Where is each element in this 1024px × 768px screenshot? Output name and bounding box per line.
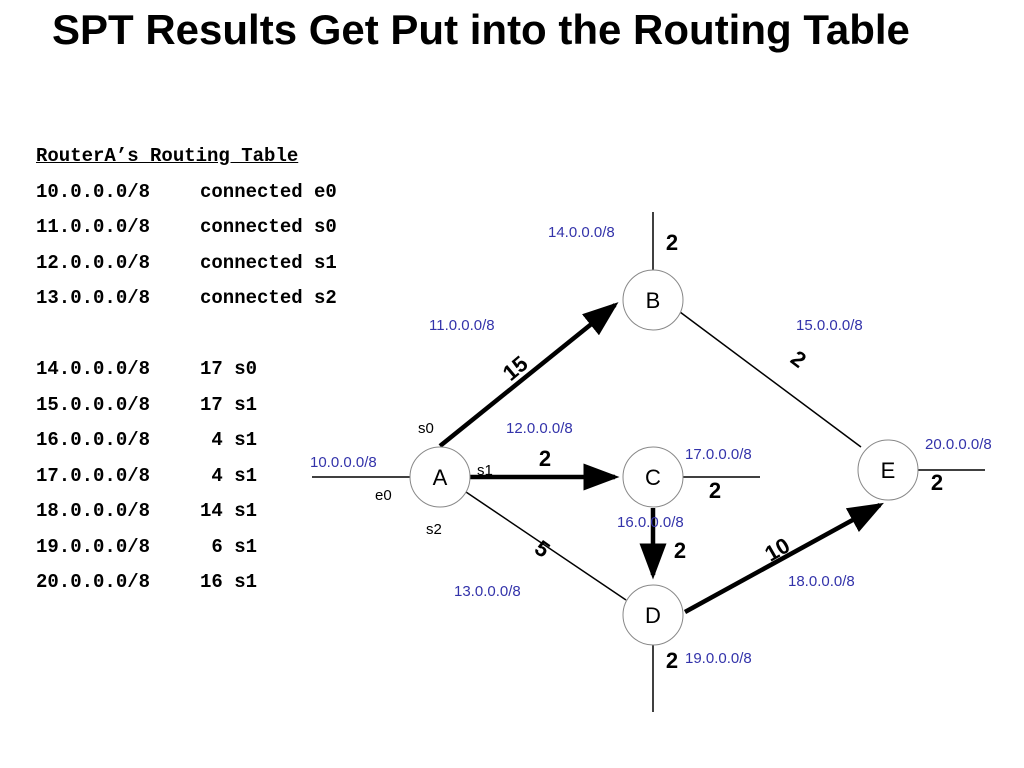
interface-label-s2: s2 <box>426 521 442 538</box>
router-node-b: B <box>622 269 684 331</box>
route-info: 17 s0 <box>200 358 258 380</box>
router-label-d: D <box>645 603 661 628</box>
table-row: 19.0.0.0/8 6 s1 <box>36 533 337 569</box>
spt-arrow-d-e <box>683 502 884 614</box>
spt-arrow-a-b <box>438 302 619 448</box>
route-info: 4 s1 <box>200 429 258 451</box>
interface-label-e0: e0 <box>375 487 392 504</box>
table-row: 16.0.0.0/8 4 s1 <box>36 426 337 462</box>
route-info: 16 s1 <box>200 571 258 593</box>
network-label-14: 14.0.0.0/8 <box>548 224 615 241</box>
cost-label-a-c: 2 <box>539 446 551 471</box>
table-row: 18.0.0.0/8 14 s1 <box>36 497 337 533</box>
router-node-a: A <box>409 446 471 508</box>
cost-label-c-stub: 2 <box>709 478 721 503</box>
router-node-e: E <box>857 439 919 501</box>
route-prefix: 15.0.0.0/8 <box>36 393 151 416</box>
route-info: 6 s1 <box>200 535 258 558</box>
router-node-c: C <box>622 446 684 508</box>
network-label-16: 16.0.0.0/8 <box>617 514 684 531</box>
network-label-18: 18.0.0.0/8 <box>788 573 855 590</box>
route-prefix: 18.0.0.0/8 <box>36 500 151 522</box>
route-info: connected e0 <box>200 180 337 203</box>
table-row: 13.0.0.0/8 connected s2 <box>36 284 337 320</box>
cost-label-b-e: 2 <box>786 345 811 372</box>
cost-label-a-b: 15 <box>498 351 533 386</box>
route-prefix: 13.0.0.0/8 <box>36 287 151 309</box>
router-label-a: A <box>433 465 448 490</box>
table-row: 20.0.0.0/8 16 s1 <box>36 568 337 604</box>
route-prefix: 17.0.0.0/8 <box>36 464 151 487</box>
route-info: 14 s1 <box>200 500 258 522</box>
route-info: 17 s1 <box>200 393 258 416</box>
network-label-11: 11.0.0.0/8 <box>429 317 495 334</box>
cost-label-c-d: 2 <box>674 538 686 563</box>
network-label-20: 20.0.0.0/8 <box>925 436 992 453</box>
network-label-15: 15.0.0.0/8 <box>796 317 863 334</box>
route-prefix: 20.0.0.0/8 <box>36 571 151 593</box>
table-row: 15.0.0.0/8 17 s1 <box>36 391 337 427</box>
router-label-b: B <box>646 288 661 313</box>
table-row: 14.0.0.0/8 17 s0 <box>36 355 337 391</box>
network-label-10: 10.0.0.0/8 <box>310 454 377 471</box>
router-node-d: D <box>622 584 684 646</box>
table-row: 11.0.0.0/8 connected s0 <box>36 213 337 249</box>
route-prefix: 19.0.0.0/8 <box>36 535 151 558</box>
route-prefix: 12.0.0.0/8 <box>36 251 151 274</box>
cost-label-e-stub: 2 <box>931 470 943 495</box>
route-prefix: 14.0.0.0/8 <box>36 358 151 380</box>
route-info: connected s1 <box>200 251 337 274</box>
route-info: connected s0 <box>200 216 337 238</box>
network-label-13: 13.0.0.0/8 <box>454 583 521 600</box>
table-row: 17.0.0.0/8 4 s1 <box>36 462 337 498</box>
router-label-c: C <box>645 465 661 490</box>
routing-table: RouterA’s Routing Table 10.0.0.0/8 connec… <box>36 142 337 604</box>
route-prefix: 10.0.0.0/8 <box>36 180 151 203</box>
slide-title: SPT Results Get Put into the Routing Tab… <box>52 6 910 53</box>
table-row: 10.0.0.0/8 connected e0 <box>36 178 337 214</box>
cost-label-d-e: 10 <box>760 533 794 567</box>
cost-label-d-stub: 2 <box>666 648 678 673</box>
interface-label-s0: s0 <box>418 420 434 437</box>
link-b-e <box>679 311 862 448</box>
route-info: connected s2 <box>200 287 337 309</box>
network-label-12: 12.0.0.0/8 <box>506 420 573 437</box>
cost-label-b-stub: 2 <box>666 230 678 255</box>
router-label-e: E <box>881 458 896 483</box>
interface-label-s1: s1 <box>477 462 493 479</box>
table-row: 12.0.0.0/8 connected s1 <box>36 249 337 285</box>
route-prefix: 11.0.0.0/8 <box>36 216 151 238</box>
link-a-d <box>465 491 627 601</box>
network-label-19: 19.0.0.0/8 <box>685 650 752 667</box>
network-label-17: 17.0.0.0/8 <box>685 446 752 463</box>
route-prefix: 16.0.0.0/8 <box>36 429 151 451</box>
routing-table-heading: RouterA’s Routing Table <box>36 145 299 167</box>
route-info: 4 s1 <box>200 464 258 487</box>
